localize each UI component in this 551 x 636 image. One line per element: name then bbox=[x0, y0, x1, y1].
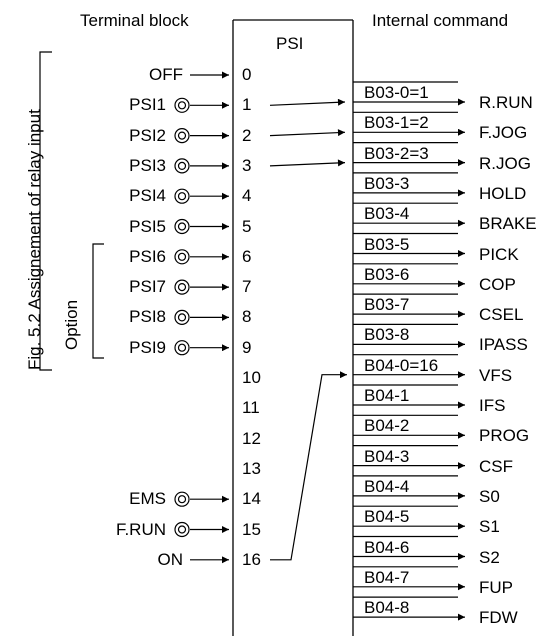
psi-number-2: 2 bbox=[242, 125, 252, 145]
terminal-ring-outer-psi9 bbox=[174, 340, 190, 356]
psi-number-14: 14 bbox=[242, 489, 261, 509]
terminal-ring-inner-psi7 bbox=[177, 283, 187, 292]
param-label-0: B03-0=1 bbox=[364, 83, 429, 102]
input-label-f-run: F.RUN bbox=[115, 519, 166, 539]
command-label-7: CSEL bbox=[479, 305, 524, 325]
input-label-off: OFF bbox=[149, 65, 183, 84]
psi-number-12: 12 bbox=[242, 428, 261, 448]
terminal-ring-outer-psi3 bbox=[174, 158, 190, 174]
command-label-3: HOLD bbox=[479, 183, 527, 203]
psi-number-6: 6 bbox=[242, 246, 252, 266]
terminal-ring-inner-ems bbox=[177, 495, 187, 504]
param-label-8: B03-8 bbox=[364, 325, 410, 345]
psi-number-1: 1 bbox=[242, 95, 252, 115]
input-label-psi6: PSI6 bbox=[129, 246, 166, 266]
input-label-psi4: PSI4 bbox=[129, 186, 166, 206]
terminal-ring-inner-psi2 bbox=[177, 131, 187, 140]
param-label-17: B04-8 bbox=[364, 598, 410, 618]
command-label-4: BRAKE bbox=[479, 214, 537, 234]
command-label-15: S2 bbox=[479, 547, 500, 567]
terminal-ring-outer-psi6 bbox=[174, 249, 190, 265]
terminal-ring-outer-psi4 bbox=[174, 188, 190, 204]
terminal-ring-outer-psi8 bbox=[174, 309, 190, 325]
param-label-15: B04-6 bbox=[364, 537, 410, 557]
internal-command-header: Internal command bbox=[372, 11, 509, 30]
param-label-9: B04-0=16 bbox=[364, 355, 439, 375]
input-label-psi7: PSI7 bbox=[129, 277, 166, 297]
command-label-11: PROG bbox=[479, 426, 530, 446]
param-label-4: B03-4 bbox=[364, 204, 410, 224]
terminal-ring-inner-psi3 bbox=[177, 161, 187, 170]
input-label-psi1: PSI1 bbox=[129, 95, 166, 115]
command-label-12: CSF bbox=[479, 456, 513, 476]
psi-number-13: 13 bbox=[242, 458, 261, 478]
psi-number-5: 5 bbox=[242, 216, 252, 236]
terminal-ring-inner-psi9 bbox=[177, 343, 187, 352]
terminal-ring-outer-psi5 bbox=[174, 218, 190, 235]
psi-number-10: 10 bbox=[242, 368, 261, 387]
command-label-6: COP bbox=[479, 274, 516, 294]
input-label-ems: EMS bbox=[129, 489, 166, 509]
param-label-5: B03-5 bbox=[364, 234, 410, 254]
command-label-2: R.JOG bbox=[479, 153, 531, 173]
psi-number-7: 7 bbox=[242, 277, 252, 297]
terminal-ring-inner-psi4 bbox=[177, 192, 187, 201]
input-label-psi9: PSI9 bbox=[129, 337, 166, 357]
command-label-14: S1 bbox=[479, 517, 500, 537]
input-label-on: ON bbox=[157, 549, 184, 569]
param-label-12: B04-3 bbox=[364, 446, 410, 466]
caption-bracket bbox=[39, 51, 52, 371]
input-label-psi5: PSI5 bbox=[129, 216, 166, 236]
param-label-6: B03-6 bbox=[364, 264, 410, 284]
param-label-7: B03-7 bbox=[364, 295, 410, 315]
command-label-16: FUP bbox=[479, 577, 513, 597]
terminal-ring-inner-f-run bbox=[177, 525, 187, 534]
psi-title: PSI bbox=[276, 34, 304, 53]
assign-arrow-on-vfs bbox=[270, 371, 347, 561]
terminal-ring-inner-psi1 bbox=[177, 101, 187, 110]
psi-number-16: 16 bbox=[242, 549, 261, 569]
param-label-14: B04-5 bbox=[364, 507, 410, 527]
assign-arrow-psi1 bbox=[269, 98, 346, 106]
terminal-ring-outer-ems bbox=[174, 491, 190, 507]
terminal-ring-outer-psi7 bbox=[174, 279, 190, 295]
psi-number-8: 8 bbox=[242, 307, 252, 327]
psi-number-15: 15 bbox=[242, 519, 261, 539]
input-label-psi2: PSI2 bbox=[129, 125, 166, 145]
param-label-16: B04-7 bbox=[364, 567, 410, 587]
psi-number-3: 3 bbox=[242, 155, 252, 175]
command-label-0: R.RUN bbox=[479, 93, 533, 112]
param-label-1: B03-1=2 bbox=[364, 113, 429, 133]
terminal-ring-outer-f-run bbox=[174, 521, 190, 538]
param-label-11: B04-2 bbox=[364, 416, 410, 436]
psi-number-0: 0 bbox=[242, 65, 252, 84]
terminal-ring-inner-psi8 bbox=[177, 313, 187, 322]
command-label-10: IFS bbox=[479, 396, 506, 415]
terminal-ring-outer-psi2 bbox=[174, 128, 190, 144]
psi-number-9: 9 bbox=[242, 337, 252, 357]
command-label-9: VFS bbox=[479, 365, 513, 385]
terminal-ring-inner-psi6 bbox=[177, 252, 187, 261]
command-label-5: PICK bbox=[479, 244, 519, 264]
param-label-3: B03-3 bbox=[364, 173, 410, 193]
command-label-17: FDW bbox=[479, 608, 518, 628]
psi-number-11: 11 bbox=[242, 398, 260, 418]
param-label-10: B04-1 bbox=[364, 386, 410, 405]
command-label-8: IPASS bbox=[479, 335, 528, 355]
command-label-1: F.JOG bbox=[479, 123, 528, 143]
assign-arrow-psi3 bbox=[269, 159, 346, 167]
input-label-psi8: PSI8 bbox=[129, 307, 166, 327]
psi-number-4: 4 bbox=[242, 186, 252, 206]
input-label-psi3: PSI3 bbox=[129, 155, 166, 175]
option-bracket bbox=[92, 243, 104, 359]
assign-arrow-psi2 bbox=[269, 129, 346, 137]
param-label-13: B04-4 bbox=[364, 476, 410, 496]
terminal-block-header: Terminal block bbox=[80, 11, 189, 30]
param-label-2: B03-2=3 bbox=[364, 143, 429, 163]
command-label-13: S0 bbox=[479, 486, 500, 506]
terminal-ring-outer-psi1 bbox=[174, 97, 190, 113]
terminal-ring-inner-psi5 bbox=[177, 222, 187, 231]
